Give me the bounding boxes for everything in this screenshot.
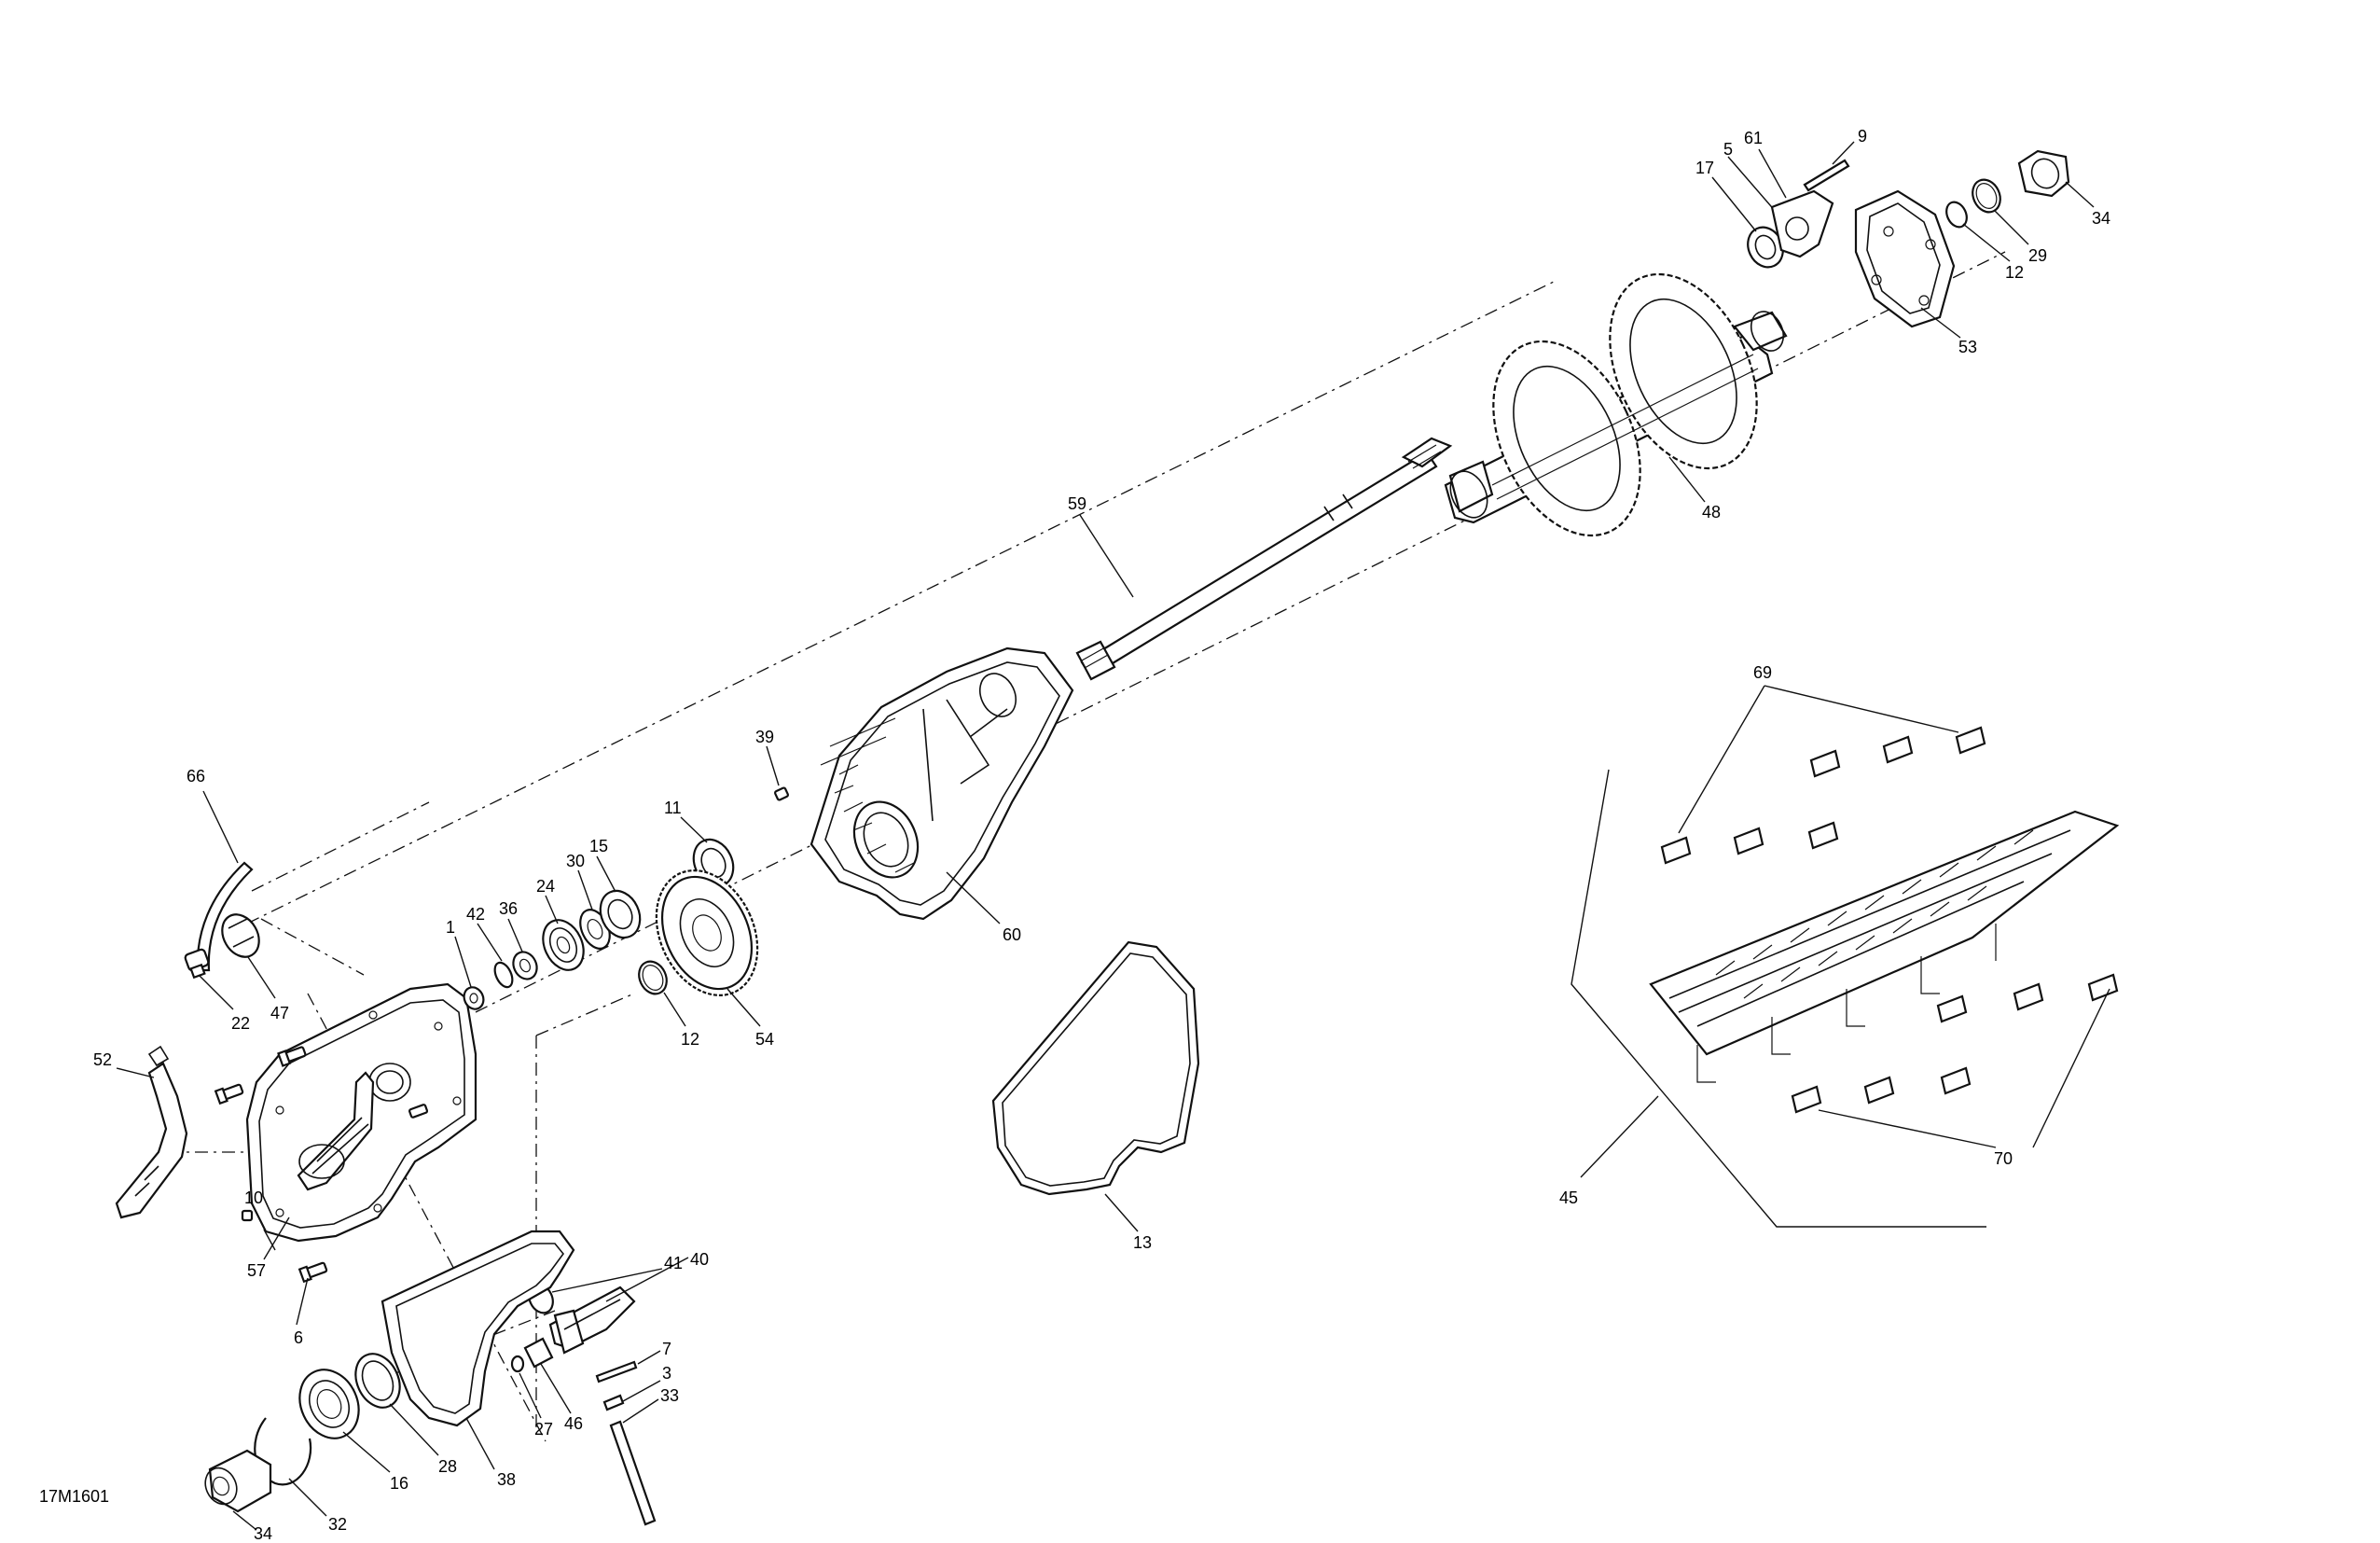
callout-11: 11	[664, 799, 682, 817]
callout-6: 6	[294, 1328, 303, 1347]
part-27-o-ring	[510, 1355, 542, 1419]
callout-15: 15	[589, 837, 608, 855]
callout-22: 22	[231, 1014, 250, 1033]
callout-27: 27	[534, 1420, 553, 1439]
callout-5: 5	[1723, 140, 1733, 159]
callout-59: 59	[1068, 494, 1086, 513]
part-59-drive-shaft	[1075, 437, 1453, 681]
callout-69: 69	[1753, 663, 1772, 682]
callout-54: 54	[755, 1030, 774, 1049]
part-15-bearing	[596, 855, 642, 939]
reference-code: 17M1601	[39, 1487, 109, 1506]
callout-10: 10	[244, 1189, 263, 1207]
part-34-end-cap-bottom	[204, 1449, 272, 1531]
part-60-chaincase-housing	[809, 646, 1074, 924]
callout-1: 1	[446, 918, 455, 937]
callout-33: 33	[660, 1386, 679, 1405]
callout-53: 53	[1958, 338, 1977, 356]
callout-45: 45	[1559, 1189, 1578, 1207]
callout-32: 32	[328, 1515, 347, 1534]
part-47-cap	[221, 913, 276, 999]
part-69-clips	[1660, 685, 1986, 865]
callout-28: 28	[438, 1457, 457, 1476]
callout-38: 38	[497, 1470, 516, 1489]
callout-60: 60	[1003, 925, 1021, 944]
part-12-snap-ring	[638, 960, 686, 1027]
callout-16: 16	[390, 1474, 408, 1493]
part-3-pin	[602, 1380, 661, 1411]
part-39-plug	[766, 745, 789, 801]
part-10-bolt	[241, 1209, 254, 1222]
callout-3: 3	[662, 1364, 671, 1383]
callout-30: 30	[566, 852, 585, 870]
callout-42: 42	[466, 905, 485, 924]
part-1-nut	[454, 936, 485, 1010]
callout-24: 24	[536, 877, 555, 896]
part-54-large-sprocket	[655, 869, 761, 1027]
part-57-chaincase-cover	[245, 982, 477, 1260]
callout-47: 47	[270, 1004, 289, 1022]
part-53-flange-plate	[1854, 189, 1961, 339]
callout-12-right: 12	[2005, 263, 2024, 282]
callout-34-top: 34	[2092, 209, 2110, 228]
part-13-gasket	[991, 940, 1200, 1232]
callout-17: 17	[1695, 159, 1714, 177]
part-16-bearing	[298, 1369, 391, 1473]
part-29-ring	[1972, 178, 2029, 245]
part-12-ring-top	[1945, 201, 2011, 262]
part-52-sensor-bracket	[115, 1045, 188, 1219]
callout-48: 48	[1702, 503, 1721, 521]
callout-52: 52	[93, 1050, 112, 1069]
part-40-tensioner-arm	[548, 1257, 689, 1355]
callout-40: 40	[690, 1250, 709, 1269]
callout-13: 13	[1133, 1233, 1152, 1252]
cover-bolts	[214, 1046, 429, 1326]
part-61-bearing-housing	[1758, 148, 1834, 258]
callout-29: 29	[2028, 246, 2047, 265]
callout-66: 66	[187, 767, 205, 785]
callout-46: 46	[564, 1414, 583, 1433]
callout-9: 9	[1858, 127, 1867, 146]
part-24-sprocket	[542, 895, 585, 971]
part-34-end-cap-top	[2017, 149, 2095, 208]
part-22-fitting	[184, 948, 234, 1010]
part-42-washer	[477, 923, 514, 989]
part-38-drive-chain	[381, 1230, 575, 1470]
part-36-spacer	[507, 918, 538, 980]
callout-41: 41	[664, 1254, 683, 1272]
part-41-washer	[528, 1268, 663, 1314]
callout-7: 7	[662, 1340, 671, 1358]
callout-70: 70	[1994, 1149, 2013, 1168]
part-28-seal-ring	[354, 1353, 439, 1456]
callout-36: 36	[499, 899, 518, 918]
part-46-adjuster	[523, 1337, 572, 1414]
callout-39: 39	[755, 728, 774, 746]
callout-labels: 66 22 47 52 10 57 6 1 42 36 24 30 15 11 …	[93, 127, 2110, 1543]
part-70-clips	[1791, 973, 2119, 1148]
part-48-drive-axle	[1444, 272, 1788, 537]
part-9-pin	[1803, 141, 1855, 192]
part-45-slider-assembly	[1571, 769, 2120, 1228]
part-7-pin	[595, 1350, 661, 1383]
callout-61: 61	[1744, 129, 1763, 147]
callout-12-left: 12	[681, 1030, 699, 1049]
callout-57: 57	[247, 1261, 266, 1280]
part-33-rod	[609, 1398, 659, 1526]
callout-34-bottom: 34	[254, 1524, 272, 1543]
